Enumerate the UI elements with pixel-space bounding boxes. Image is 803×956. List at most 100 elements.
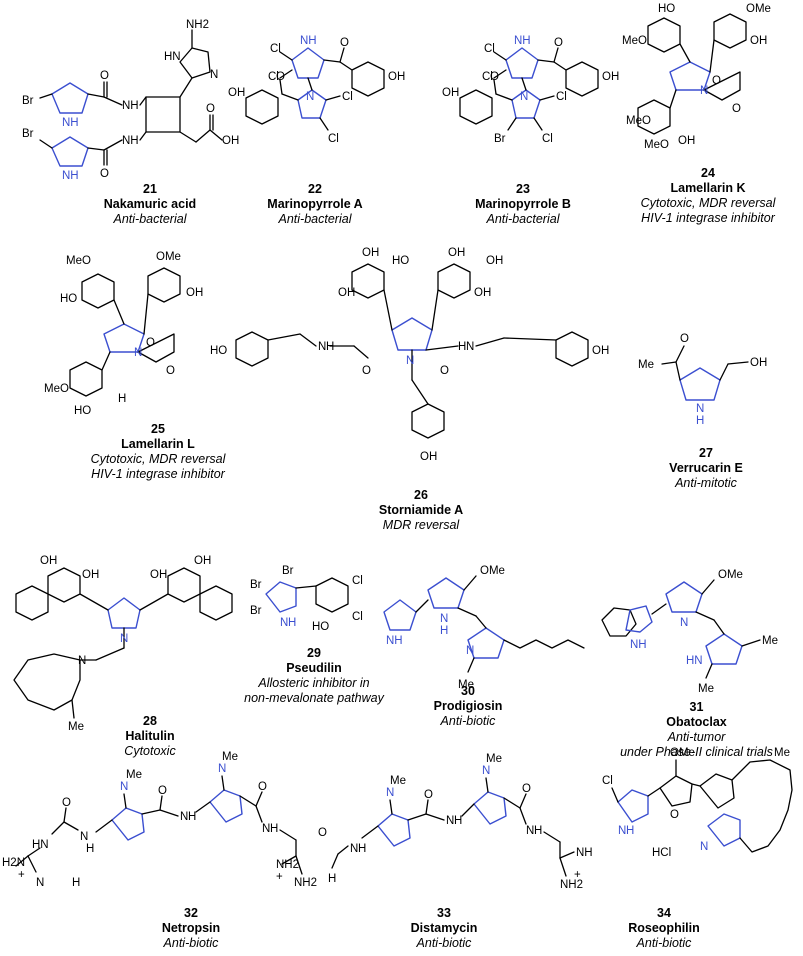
compound-number: 24 xyxy=(701,166,715,180)
structure-31: OMe NH N HN Me Me xyxy=(601,569,778,695)
atom-label: O xyxy=(712,75,721,87)
caption-31: 31 Obatoclax Anti-tumor under Phase-II c… xyxy=(594,700,799,760)
atom-label: NH xyxy=(630,639,647,651)
compound-name: Marinopyrrole B xyxy=(475,197,571,211)
atom-label: OH xyxy=(750,35,767,47)
atom-label: N xyxy=(466,645,474,657)
atom-label: N xyxy=(680,617,688,629)
compound-number: 30 xyxy=(461,684,475,698)
atom-label: Cl xyxy=(484,43,495,55)
compound-name: Verrucarin E xyxy=(669,461,743,475)
atom-label: Cl xyxy=(602,775,613,787)
atom-label: HN xyxy=(32,839,49,851)
atom-label: HN xyxy=(164,51,181,63)
compound-activity: non-mevalonate pathway xyxy=(244,691,384,705)
atom-label: MeO xyxy=(644,139,669,151)
atom-label: OH xyxy=(228,87,245,99)
atom-label: OH xyxy=(338,287,355,299)
atom-label: Br xyxy=(282,565,294,577)
pyrrole-ring xyxy=(377,813,411,847)
structure-33: N Me N Me O N H O N H O N H H NH NH2 + xyxy=(318,753,593,891)
pyrrole-ring xyxy=(391,317,433,351)
compound-number: 27 xyxy=(699,446,713,460)
atom-label: HCl xyxy=(652,847,671,859)
compound-activity: HIV-1 integrase inhibitor xyxy=(641,211,775,225)
atom-label: NH2 xyxy=(276,859,299,871)
compound-name: Netropsin xyxy=(161,921,221,935)
atom-label: O xyxy=(62,797,71,809)
atom-label: N xyxy=(446,815,454,827)
compound-activity: Anti-biotic xyxy=(440,714,496,728)
pyrrole-ring xyxy=(265,581,297,613)
compound-number: 26 xyxy=(414,488,428,502)
atom-label: Me xyxy=(774,747,790,759)
compound-activity: Allosteric inhibitor in xyxy=(258,676,370,690)
compound-name: Distamycin xyxy=(410,921,478,935)
atom-label: N xyxy=(134,347,142,359)
atom-label: O xyxy=(490,71,499,83)
atom-label: NH2 xyxy=(560,879,583,891)
atom-label: OH xyxy=(82,569,99,581)
compound-name: Lamellarin L xyxy=(121,437,195,451)
atom-label: O xyxy=(680,333,689,345)
atom-label: NH xyxy=(62,170,79,182)
structure-21: Br NH NH Br NH NH HN NH2 N O O O OH xyxy=(22,19,239,182)
atom-label: MeO xyxy=(626,115,651,127)
atom-label: O xyxy=(258,781,267,793)
compound-activity: Cytotoxic, MDR reversal xyxy=(90,452,226,466)
pyrrole-ring xyxy=(297,89,327,119)
compound-number: 21 xyxy=(143,182,157,196)
structure-32: N Me N Me O N H O N H O H2N HN N H NH2 N… xyxy=(2,751,317,889)
structure-25: MeO OMe HO OH N O O MeO HO H xyxy=(44,251,203,417)
caption-32: 32 Netropsin Anti-biotic xyxy=(136,906,246,951)
atom-label: H xyxy=(328,873,336,885)
atom-label: OH xyxy=(150,569,167,581)
atom-label: OH xyxy=(420,451,437,463)
structure-27: Me O OH N H xyxy=(638,333,767,427)
atom-label: Cl xyxy=(270,43,281,55)
atom-label: OMe xyxy=(718,569,743,581)
atom-label: N xyxy=(618,825,626,837)
compound-activity: Anti-biotic xyxy=(636,936,692,950)
atom-label: Me xyxy=(486,753,502,765)
caption-34: 34 Roseophilin Anti-biotic xyxy=(604,906,724,951)
caption-22: 22 Marinopyrrole A Anti-bacterial xyxy=(250,182,380,227)
atom-label: Br xyxy=(22,95,34,107)
atom-label: NH xyxy=(122,135,139,147)
atom-label: Me xyxy=(126,769,142,781)
pyrrole-ring xyxy=(291,47,325,79)
atom-label: NH xyxy=(386,635,403,647)
atom-label: Me xyxy=(390,775,406,787)
compound-name: Obatoclax xyxy=(666,715,727,729)
atom-label: O xyxy=(424,789,433,801)
atom-label: NH2 xyxy=(294,877,317,889)
structure-30: OMe NH N H N Me xyxy=(383,565,585,691)
atom-label: H xyxy=(358,843,366,855)
compound-number: 31 xyxy=(689,700,704,714)
atom-label: O xyxy=(100,168,109,180)
atom-label: HO xyxy=(312,621,329,633)
caption-24: 24 Lamellarin K Cytotoxic, MDR reversal … xyxy=(618,166,798,226)
atom-label: OH xyxy=(362,247,379,259)
compound-number: 33 xyxy=(437,906,451,920)
structure-24: HO OMe MeO OH N O O MeO MeO OH xyxy=(622,3,771,151)
structure-28: OH OH OH OH N N Me xyxy=(13,555,233,733)
atom-label: H xyxy=(454,815,462,827)
compound-activity: Anti-bacterial xyxy=(113,212,187,226)
atom-label: OH xyxy=(592,345,609,357)
pyrrole-ring xyxy=(707,813,741,847)
atom-label: H xyxy=(118,393,126,405)
atom-label: O xyxy=(158,785,167,797)
pyrrole-ring xyxy=(473,791,507,825)
atom-label: Cl xyxy=(352,575,363,587)
atom-label: Cl xyxy=(482,71,493,83)
structure-26: OH OH OH OH HO OH HO N H N H N O O OH OH xyxy=(210,247,609,463)
atom-label: N xyxy=(218,763,226,775)
atom-label: N xyxy=(262,823,270,835)
atom-label: MeO xyxy=(622,35,647,47)
pyrrole-ring xyxy=(383,599,417,631)
caption-25: 25 Lamellarin L Cytotoxic, MDR reversal … xyxy=(68,422,248,482)
atom-label: OH xyxy=(222,135,239,147)
caption-33: 33 Distamycin Anti-biotic xyxy=(384,906,504,951)
